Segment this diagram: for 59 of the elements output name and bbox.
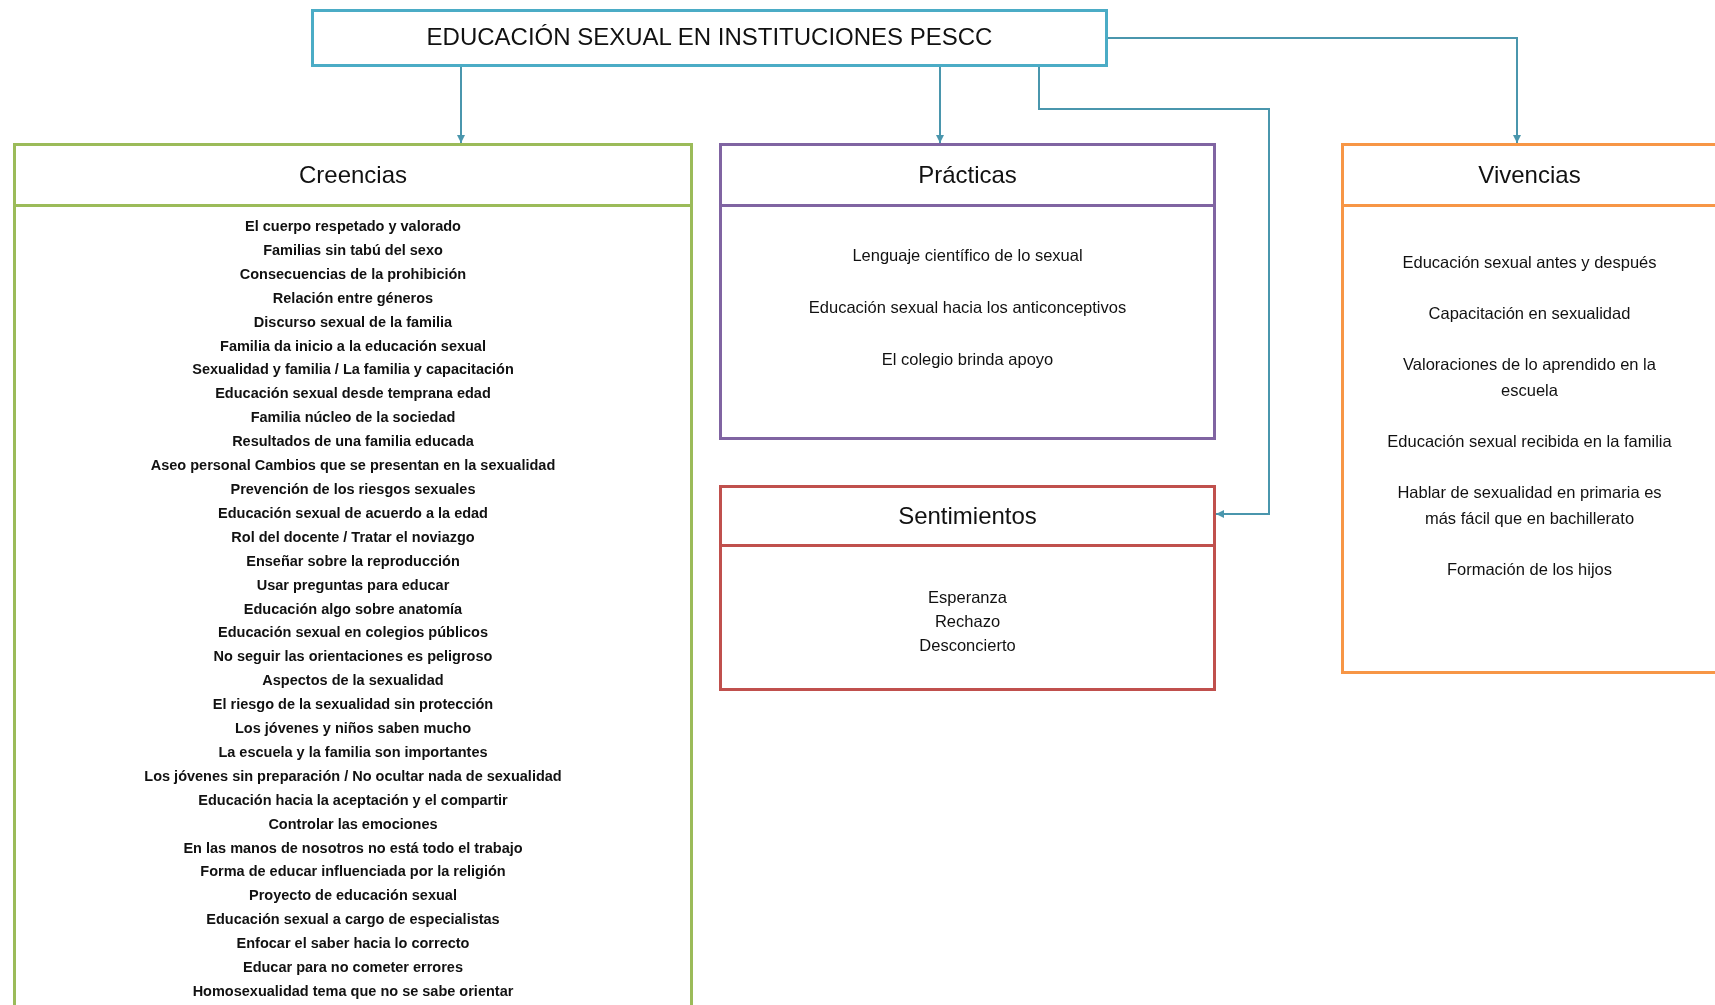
item-text: Hablar de sexualidad en primaria es más fácil que en bachillerato (1396, 482, 1663, 529)
item-text: Usar preguntas para educar (256, 575, 450, 595)
arrow (457, 66, 465, 144)
item-text: Educación algo sobre anatomía (243, 599, 463, 619)
item-text: Los jóvenes sin preparación / No ocultar nada de sexualidad (144, 766, 562, 786)
item-text: Educación sexual desde temprana edad (215, 384, 491, 404)
item-text: Relación entre géneros (272, 288, 434, 308)
item-text: Proyecto de educación sexual (249, 886, 457, 906)
box-heading: Sentimientos (722, 488, 1213, 547)
item-text: Valoraciones de lo aprendido en la escuela (1402, 354, 1657, 401)
item-text: Sexualidad y familia / La familia y capacitación (192, 360, 514, 380)
node-label: EDUCACIÓN SEXUAL EN INSTITUCIONES PESCC (425, 21, 994, 52)
item-text: Educación sexual recibida en la familia (1387, 431, 1672, 452)
item-text: Capacitación en sexualidad (1428, 303, 1631, 324)
item-text: Esperanza (928, 587, 1007, 608)
item-text: Educación hacia la aceptación y el compartir (198, 790, 508, 810)
item-text: Enfocar el saber hacia lo correcto (236, 934, 470, 954)
item-text: Aseo personal Cambios que se presentan en la sexualidad (150, 456, 556, 476)
item-text: Formación de los hijos (1446, 559, 1613, 580)
item-text: El riesgo de la sexualidad sin protección (212, 695, 494, 715)
item-text: En las manos de nosotros no está todo el trabajo (183, 838, 523, 858)
category-box (719, 143, 1216, 440)
item-text: Educación sexual antes y después (1402, 252, 1657, 273)
item-text: Educación sexual a cargo de especialistas (206, 910, 500, 930)
box-heading: Creencias (16, 146, 690, 207)
item-text: Los jóvenes y niños saben mucho (234, 719, 472, 739)
box-heading: Vivencias (1344, 146, 1715, 207)
item-text: No seguir las orientaciones es peligroso (213, 647, 493, 667)
category-box (719, 485, 1216, 691)
item-text: Educación sexual hacia los anticonceptivos (808, 297, 1127, 318)
item-text: Educar para no cometer errores (243, 958, 463, 978)
item-text: Familias sin tabú del sexo (263, 240, 443, 260)
item-text: Aspectos de la sexualidad (262, 671, 444, 691)
item-text: Enseñar sobre la reproducción (246, 551, 460, 571)
title-box (311, 9, 1108, 67)
item-text: Lenguaje científico de lo sexual (852, 245, 1083, 266)
item-text: El cuerpo respetado y valorado (245, 217, 461, 236)
item-text: Rol del docente / Tratar el noviazgo (231, 527, 475, 547)
item-text: Forma de educar influenciada por la religión (200, 862, 506, 882)
item-text: La escuela y la familia son importantes (218, 742, 488, 762)
item-text: Prevención de los riesgos sexuales (230, 479, 476, 499)
item-text: Educación sexual de acuerdo a la edad (218, 503, 488, 523)
item-text: Desconcierto (919, 635, 1016, 656)
category-box (13, 143, 693, 1005)
item-text: Homosexualidad tema que no se sabe orientar (192, 982, 514, 1001)
arrow (936, 66, 944, 144)
item-text: Discurso sexual de la familia (253, 312, 453, 332)
item-text: Resultados de una familia educada (232, 432, 474, 452)
item-text: Consecuencias de la prohibición (239, 264, 467, 284)
category-box (1341, 143, 1715, 674)
item-text: Rechazo (934, 611, 1001, 632)
item-text: El colegio brinda apoyo (881, 349, 1054, 370)
item-text: Educación sexual en colegios públicos (218, 623, 488, 643)
item-text: Familia núcleo de la sociedad (250, 408, 456, 428)
arrow (1038, 66, 1270, 518)
arrow (1107, 37, 1521, 144)
item-text: Familia da inicio a la educación sexual (220, 336, 486, 356)
box-heading: Prácticas (722, 146, 1213, 207)
item-text: Controlar las emociones (268, 814, 438, 834)
